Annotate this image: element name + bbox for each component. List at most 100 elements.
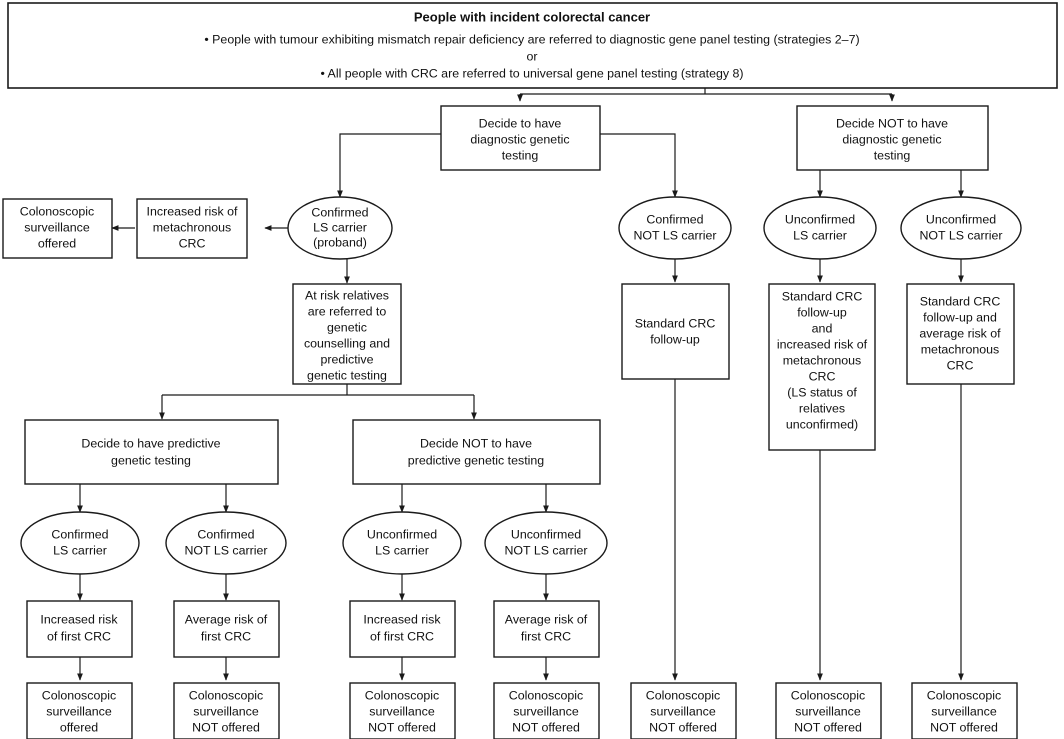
colonoscopic-not-offered-3-line-3: NOT offered bbox=[512, 720, 580, 734]
confirmed-ls-proband-line-1: Confirmed bbox=[311, 205, 368, 219]
colonoscopic-not-offered-6-line-3: NOT offered bbox=[930, 720, 998, 734]
unconfirmed-ls-diagnostic-ellipse[interactable] bbox=[763, 196, 877, 260]
standard-crc-increased-line-8: relatives bbox=[799, 401, 845, 415]
colonoscopic-not-offered-2-line-1: Colonoscopic bbox=[365, 688, 439, 702]
node-colonoscopic-offered-top[interactable]: Colonoscopic surveillance offered bbox=[2, 198, 113, 259]
decide-not-diagnostic-line-3: testing bbox=[874, 148, 911, 162]
decide-not-diagnostic-box[interactable] bbox=[796, 105, 989, 171]
node-confirmed-ls-proband[interactable]: Confirmed LS carrier (proband) bbox=[287, 196, 393, 260]
node-increased-risk-metachronous[interactable]: Increased risk of metachronous CRC bbox=[136, 198, 248, 259]
colonoscopic-offered-1-box[interactable] bbox=[26, 682, 133, 739]
increased-risk-first-crc-2-box[interactable] bbox=[349, 600, 456, 658]
increased-risk-first-crc-1-line-2: of first CRC bbox=[47, 629, 111, 643]
unconfirmed-not-ls-diagnostic-line-2: NOT LS carrier bbox=[919, 228, 1002, 242]
colonoscopic-not-offered-4-line-1: Colonoscopic bbox=[646, 688, 720, 702]
standard-crc-increased-box[interactable] bbox=[768, 283, 876, 451]
confirmed-not-ls-predictive-line-1: Confirmed bbox=[197, 527, 254, 541]
colonoscopic-not-offered-2-box[interactable] bbox=[349, 682, 456, 739]
unconfirmed-not-ls-predictive-line-2: NOT LS carrier bbox=[504, 543, 587, 557]
connector-decidehave-to-confirmednotls bbox=[600, 133, 678, 198]
node-confirmed-not-ls-diagnostic[interactable]: Confirmed NOT LS carrier bbox=[618, 196, 732, 260]
decide-have-predictive-line-2: genetic testing bbox=[111, 453, 191, 467]
colonoscopic-not-offered-6-line-1: Colonoscopic bbox=[927, 688, 1001, 702]
connectors bbox=[77, 88, 964, 681]
at-risk-relatives-box[interactable] bbox=[292, 283, 402, 385]
at-risk-relatives-line-2: are referred to bbox=[308, 304, 387, 318]
confirmed-ls-proband-line-3: (proband) bbox=[313, 235, 367, 249]
confirmed-ls-predictive-ellipse[interactable] bbox=[20, 511, 140, 575]
node-at-risk-relatives[interactable]: At risk relatives are referred to geneti… bbox=[292, 283, 402, 385]
confirmed-not-ls-predictive-ellipse[interactable] bbox=[165, 511, 287, 575]
average-risk-first-crc-1-box[interactable] bbox=[173, 600, 280, 658]
increased-risk-metachronous-line-2: metachronous bbox=[153, 220, 232, 234]
colonoscopic-offered-1-line-3: offered bbox=[60, 720, 98, 734]
colonoscopic-not-offered-3-line-1: Colonoscopic bbox=[509, 688, 583, 702]
header-line-3: • All people with CRC are referred to un… bbox=[320, 66, 743, 80]
node-standard-crc-followup[interactable]: Standard CRC follow-up bbox=[621, 283, 730, 380]
unconfirmed-not-ls-diagnostic-ellipse[interactable] bbox=[900, 196, 1022, 260]
node-colonoscopic-not-offered-3[interactable]: Colonoscopic surveillance NOT offered bbox=[493, 682, 600, 739]
decide-have-diagnostic-line-3: testing bbox=[502, 148, 539, 162]
colonoscopic-not-offered-1-line-1: Colonoscopic bbox=[189, 688, 263, 702]
node-average-risk-first-crc-1[interactable]: Average risk of first CRC bbox=[173, 600, 280, 658]
decide-have-predictive-box[interactable] bbox=[24, 419, 279, 485]
node-colonoscopic-not-offered-2[interactable]: Colonoscopic surveillance NOT offered bbox=[349, 682, 456, 739]
colonoscopic-not-offered-5-line-3: NOT offered bbox=[794, 720, 862, 734]
decide-have-diagnostic-line-2: diagnostic genetic bbox=[470, 132, 569, 146]
colonoscopic-not-offered-5-box[interactable] bbox=[775, 682, 882, 739]
confirmed-not-ls-diagnostic-line-2: NOT LS carrier bbox=[633, 228, 716, 242]
increased-risk-metachronous-box[interactable] bbox=[136, 198, 248, 259]
node-increased-risk-first-crc-2[interactable]: Increased risk of first CRC bbox=[349, 600, 456, 658]
node-standard-crc-increased[interactable]: Standard CRC follow-up and increased ris… bbox=[768, 283, 876, 451]
decide-have-diagnostic-box[interactable] bbox=[440, 105, 601, 171]
node-average-risk-first-crc-2[interactable]: Average risk of first CRC bbox=[493, 600, 600, 658]
confirmed-ls-proband-ellipse[interactable] bbox=[287, 196, 393, 260]
decide-not-diagnostic-line-2: diagnostic genetic bbox=[842, 132, 941, 146]
increased-risk-first-crc-2-line-1: Increased risk bbox=[363, 612, 441, 626]
increased-risk-metachronous-line-1: Increased risk of bbox=[147, 204, 238, 218]
standard-crc-increased-line-7: (LS status of bbox=[787, 385, 857, 399]
confirmed-ls-proband-line-2: LS carrier bbox=[313, 220, 367, 234]
colonoscopic-not-offered-6-box[interactable] bbox=[911, 682, 1018, 739]
node-confirmed-not-ls-predictive[interactable]: Confirmed NOT LS carrier bbox=[165, 511, 287, 575]
node-colonoscopic-not-offered-1[interactable]: Colonoscopic surveillance NOT offered bbox=[173, 682, 280, 739]
node-colonoscopic-not-offered-4[interactable]: Colonoscopic surveillance NOT offered bbox=[630, 682, 737, 739]
unconfirmed-ls-predictive-ellipse[interactable] bbox=[342, 511, 462, 575]
node-colonoscopic-not-offered-6[interactable]: Colonoscopic surveillance NOT offered bbox=[911, 682, 1018, 739]
node-unconfirmed-ls-diagnostic[interactable]: Unconfirmed LS carrier bbox=[763, 196, 877, 260]
node-decide-have-diagnostic[interactable]: Decide to have diagnostic genetic testin… bbox=[440, 105, 601, 171]
node-colonoscopic-not-offered-5[interactable]: Colonoscopic surveillance NOT offered bbox=[775, 682, 882, 739]
decide-not-predictive-box[interactable] bbox=[352, 419, 601, 485]
unconfirmed-not-ls-predictive-ellipse[interactable] bbox=[484, 511, 608, 575]
decide-have-diagnostic-line-1: Decide to have bbox=[479, 116, 562, 130]
standard-crc-increased-line-3: and bbox=[812, 321, 833, 335]
colonoscopic-offered-top-box[interactable] bbox=[2, 198, 113, 259]
standard-crc-average-line-5: CRC bbox=[947, 358, 974, 372]
colonoscopic-not-offered-1-box[interactable] bbox=[173, 682, 280, 739]
confirmed-ls-predictive-line-2: LS carrier bbox=[53, 543, 107, 557]
at-risk-relatives-line-5: predictive bbox=[320, 352, 373, 366]
node-decide-not-diagnostic[interactable]: Decide NOT to have diagnostic genetic te… bbox=[796, 105, 989, 171]
standard-crc-average-line-3: average risk of bbox=[919, 326, 1001, 340]
confirmed-not-ls-diagnostic-ellipse[interactable] bbox=[618, 196, 732, 260]
standard-crc-average-box[interactable] bbox=[906, 283, 1015, 385]
node-colonoscopic-offered-1[interactable]: Colonoscopic surveillance offered bbox=[26, 682, 133, 739]
node-unconfirmed-not-ls-diagnostic[interactable]: Unconfirmed NOT LS carrier bbox=[900, 196, 1022, 260]
standard-crc-followup-box[interactable] bbox=[621, 283, 730, 380]
colonoscopic-offered-top-line-1: Colonoscopic bbox=[20, 204, 94, 218]
node-decide-not-predictive[interactable]: Decide NOT to have predictive genetic te… bbox=[352, 419, 601, 485]
node-unconfirmed-not-ls-predictive[interactable]: Unconfirmed NOT LS carrier bbox=[484, 511, 608, 575]
decide-not-diagnostic-line-1: Decide NOT to have bbox=[836, 116, 948, 130]
node-increased-risk-first-crc-1[interactable]: Increased risk of first CRC bbox=[26, 600, 133, 658]
node-unconfirmed-ls-predictive[interactable]: Unconfirmed LS carrier bbox=[342, 511, 462, 575]
node-decide-have-predictive[interactable]: Decide to have predictive genetic testin… bbox=[24, 419, 279, 485]
increased-risk-first-crc-1-box[interactable] bbox=[26, 600, 133, 658]
node-standard-crc-average[interactable]: Standard CRC follow-up and average risk … bbox=[906, 283, 1015, 385]
colonoscopic-not-offered-3-box[interactable] bbox=[493, 682, 600, 739]
colonoscopic-not-offered-4-box[interactable] bbox=[630, 682, 737, 739]
node-confirmed-ls-predictive[interactable]: Confirmed LS carrier bbox=[20, 511, 140, 575]
standard-crc-increased-line-4: increased risk of bbox=[777, 337, 868, 351]
average-risk-first-crc-2-box[interactable] bbox=[493, 600, 600, 658]
header-title: People with incident colorectal cancer bbox=[414, 9, 650, 24]
